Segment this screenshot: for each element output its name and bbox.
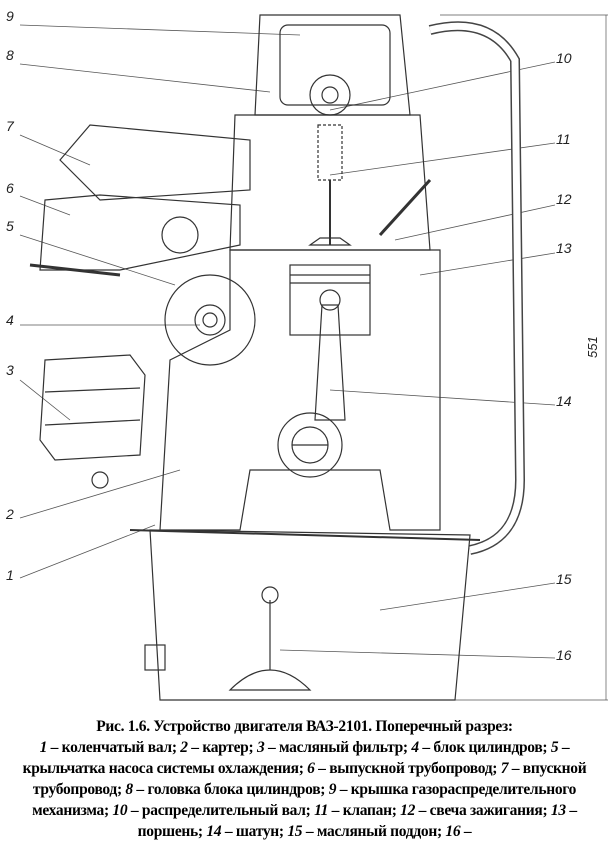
legend-number: 1 <box>39 739 48 756</box>
legend-number: 4 <box>411 739 419 756</box>
callout-14: 14 <box>556 393 572 409</box>
caption-title: Рис. 1.6. Устройство двигателя ВАЗ-2101.… <box>96 718 513 735</box>
legend-number: 13 <box>550 802 566 819</box>
callout-11: 11 <box>556 131 571 147</box>
legend-text: шатун; <box>235 823 284 840</box>
valve-cover <box>254 14 411 116</box>
callout-4: 4 <box>6 312 14 328</box>
legend-text: распределительный вал; <box>141 802 311 819</box>
legend-number: 12 <box>400 802 416 819</box>
legend-number: 16 <box>445 823 461 840</box>
callout-12: 12 <box>556 191 572 207</box>
legend-number: 7 <box>500 760 509 777</box>
legend-number: 9 <box>328 781 337 798</box>
callout-15: 15 <box>556 571 572 587</box>
crankshaft <box>277 412 343 478</box>
callout-7: 7 <box>6 118 14 134</box>
legend-text: масляный поддон; <box>316 823 442 840</box>
legend-number: 3 <box>256 739 265 756</box>
legend-number: 11 <box>314 802 329 819</box>
legend-text: выпускной трубопровод; <box>329 760 498 777</box>
legend-number: 5 <box>550 739 559 756</box>
callout-10: 10 <box>556 50 572 66</box>
callout-3: 3 <box>6 362 14 378</box>
oil-pan <box>149 529 471 701</box>
dimension-label: 551 <box>585 336 600 358</box>
piston <box>289 264 371 336</box>
coolant-pipe <box>428 21 526 555</box>
callout-9: 9 <box>6 8 14 24</box>
legend-number: 15 <box>287 823 303 840</box>
legend-text: крыльчатка насоса системы охлаждения; <box>22 760 304 777</box>
legend-text: свеча зажигания; <box>429 802 548 819</box>
legend-number: 8 <box>125 781 133 798</box>
exhaust-manifold <box>39 194 241 271</box>
callout-8: 8 <box>6 47 14 63</box>
legend-number: 6 <box>307 760 315 777</box>
leader-lines <box>19 24 556 659</box>
callout-5: 5 <box>6 218 14 234</box>
intake-manifold <box>59 124 251 201</box>
legend-number: 14 <box>206 823 222 840</box>
callout-1: 1 <box>6 567 14 583</box>
legend-text: коленчатый вал; <box>61 739 177 756</box>
caption-legend: 1 – коленчатый вал; 2 – картер; 3 – масл… <box>22 739 587 840</box>
oil-filter <box>39 354 146 461</box>
callout-16: 16 <box>556 647 572 663</box>
legend-number: 2 <box>180 739 188 756</box>
legend-text: блок цилиндров; <box>433 739 548 756</box>
legend-text: клапан; <box>342 802 397 819</box>
water-pump-impeller <box>164 274 256 366</box>
figure-caption: Рис. 1.6. Устройство двигателя ВАЗ-2101.… <box>0 716 609 842</box>
legend-text: поршень; <box>137 823 203 840</box>
legend-text: картер; <box>202 739 254 756</box>
callout-13: 13 <box>556 240 572 256</box>
callout-6: 6 <box>6 180 14 196</box>
camshaft <box>309 74 351 116</box>
engine-cross-section-drawing <box>19 14 608 701</box>
cylinder-block <box>159 249 441 531</box>
connecting-rod <box>314 304 346 421</box>
callout-2: 2 <box>6 506 14 522</box>
legend-text: впускной трубопровод; <box>32 760 587 798</box>
legend-text: крышка газораспределительного механизма; <box>32 781 577 819</box>
legend-text: масляный фильтр; <box>279 739 408 756</box>
legend-number: 10 <box>112 802 128 819</box>
legend-text: головка блока цилиндров; <box>147 781 326 798</box>
